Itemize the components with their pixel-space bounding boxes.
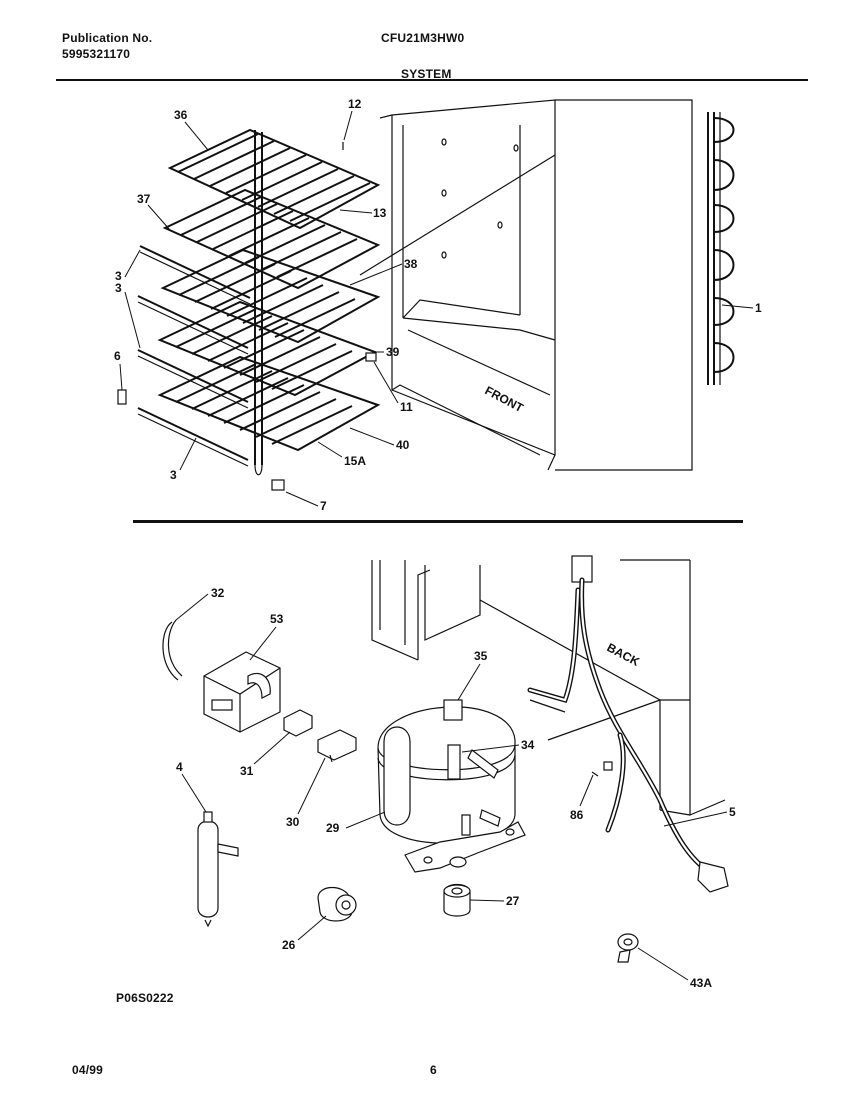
callout-31: 31	[240, 764, 254, 778]
callout-30: 30	[286, 815, 300, 829]
publication-number: 5995321170	[62, 47, 131, 61]
callout-37: 37	[137, 192, 151, 206]
publication-date: 04/99	[72, 1063, 104, 1077]
callout-32: 32	[211, 586, 225, 600]
callout-40: 40	[396, 438, 410, 452]
callout-6: 6	[114, 349, 121, 363]
callout-11: 11	[400, 400, 413, 414]
callout-5: 5	[729, 805, 736, 819]
callout-39: 39	[386, 345, 400, 359]
shelf-1	[167, 128, 381, 230]
callout-4: 4	[176, 760, 183, 774]
callout-34: 34	[521, 738, 535, 752]
header-rule	[56, 79, 808, 81]
shelf-4	[157, 300, 378, 397]
rubber-grommet	[317, 886, 357, 922]
page-number: 6	[430, 1063, 437, 1077]
callout-1: 1	[755, 301, 762, 315]
relay-assembly	[162, 619, 357, 763]
front-label: FRONT	[483, 383, 527, 415]
back-label: BACK	[605, 640, 642, 669]
callout-26: 26	[282, 938, 296, 952]
callout-36: 36	[174, 108, 188, 122]
callout-86: 86	[570, 808, 584, 822]
evaporator-shelves	[117, 128, 381, 491]
callout-3c: 3	[170, 468, 177, 482]
shelf-5	[157, 355, 381, 452]
callout-43A: 43A	[690, 976, 712, 990]
callout-38: 38	[404, 257, 418, 271]
callout-53: 53	[270, 612, 284, 626]
top-callouts: 36 12 37 13 38 3 3 39 6 11 1 40 15A 3 7	[114, 97, 762, 513]
compressor	[377, 699, 526, 873]
callout-35: 35	[474, 649, 488, 663]
cabinet-rear	[371, 559, 726, 816]
section-title: SYSTEM	[401, 67, 452, 81]
callout-7: 7	[320, 499, 327, 513]
publication-label: Publication No.	[62, 31, 153, 45]
callout-15A: 15A	[344, 454, 366, 468]
figure-code: P06S0222	[116, 991, 174, 1005]
model-number: CFU21M3HW0	[381, 31, 465, 45]
callout-13: 13	[373, 206, 387, 220]
filter-drier	[197, 811, 239, 928]
section-divider	[133, 520, 743, 523]
callout-3a: 3	[115, 269, 122, 283]
bottom-callouts: 32 53 35 34 4 31 30 29 86 5 27 26 43A	[175, 586, 736, 990]
cabinet-shell	[359, 99, 735, 471]
power-cord	[527, 555, 729, 893]
shelf-3	[160, 248, 381, 344]
callout-12: 12	[348, 97, 362, 111]
grommet	[443, 883, 471, 917]
callout-27: 27	[506, 894, 520, 908]
cord-clamp	[617, 933, 639, 963]
callout-29: 29	[326, 821, 340, 835]
callout-3b: 3	[115, 281, 122, 295]
